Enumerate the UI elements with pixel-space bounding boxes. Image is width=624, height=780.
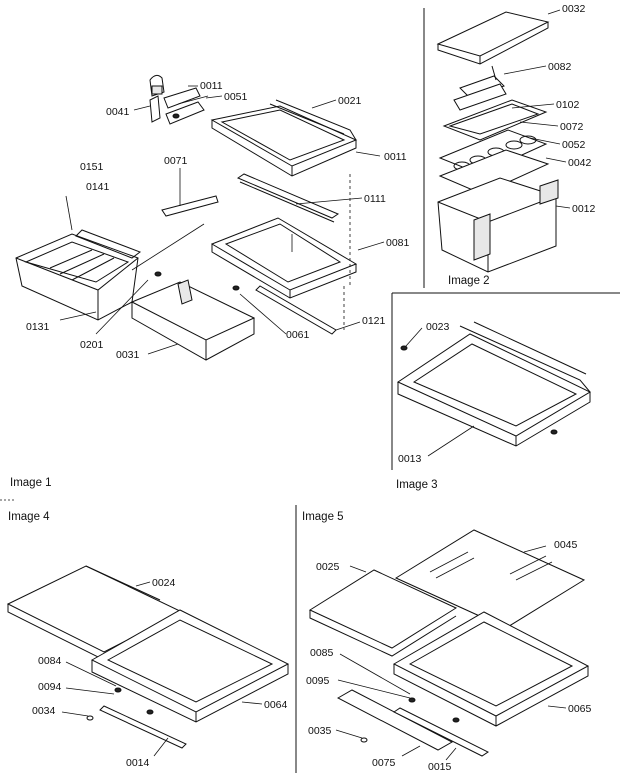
screw-0061 xyxy=(232,285,240,291)
label-0085: 0085 xyxy=(310,647,334,659)
meat-pan xyxy=(130,223,256,361)
label-0013: 0013 xyxy=(398,453,422,465)
panel-borders xyxy=(0,8,620,773)
label-0121: 0121 xyxy=(362,315,386,327)
label-0023: 0023 xyxy=(426,321,450,333)
image-5-group: 0025 0045 0085 0095 0065 0035 0075 0015 … xyxy=(302,511,592,773)
label-0041: 0041 xyxy=(106,106,130,118)
caption-image-1: Image 1 xyxy=(10,477,52,489)
label-0031: 0031 xyxy=(116,349,140,361)
label-0051: 0051 xyxy=(224,91,248,103)
label-0025: 0025 xyxy=(316,561,340,573)
label-0011-b: 0011 xyxy=(384,151,407,163)
label-0095: 0095 xyxy=(306,675,330,687)
label-0012: 0012 xyxy=(572,203,596,215)
label-0042: 0042 xyxy=(568,157,592,169)
label-0075: 0075 xyxy=(372,757,396,769)
crisper-drawer xyxy=(15,195,142,321)
image-4-leaders xyxy=(61,581,263,757)
label-0102: 0102 xyxy=(556,99,580,111)
label-0094: 0094 xyxy=(38,681,62,693)
back-panel-5 xyxy=(308,569,458,649)
image-2-group: 0032 0082 0102 0072 0052 0042 0012 Image… xyxy=(436,3,596,287)
image-5-leaders xyxy=(335,545,567,761)
caption-image-3: Image 3 xyxy=(396,479,438,491)
bracket-assembly xyxy=(149,74,209,125)
trim-strip-4 xyxy=(99,705,187,749)
divider-strip xyxy=(236,173,340,219)
label-0065: 0065 xyxy=(568,703,592,715)
support-rod xyxy=(255,285,337,335)
screw-0201 xyxy=(154,271,162,277)
label-0014: 0014 xyxy=(126,757,150,769)
label-0024: 0024 xyxy=(152,577,176,589)
label-0111: 0111 xyxy=(364,193,386,205)
label-0072: 0072 xyxy=(560,121,584,133)
label-0021: 0021 xyxy=(338,95,362,107)
egg-tray-frame xyxy=(442,99,548,141)
image-1-leaders xyxy=(59,85,385,355)
label-0082: 0082 xyxy=(548,61,572,73)
label-0131: 0131 xyxy=(26,321,50,333)
label-0141: 0141 xyxy=(86,181,110,193)
caption-image-5: Image 5 xyxy=(302,511,344,523)
label-0032: 0032 xyxy=(562,3,586,15)
label-0015: 0015 xyxy=(428,761,452,773)
shelf-frame-3 xyxy=(396,333,592,437)
label-0011-a: 0011 xyxy=(200,80,223,92)
image-3-leaders xyxy=(405,327,475,457)
image-4-group: 0024 0084 0094 0034 0064 0014 Image 4 xyxy=(6,511,290,769)
label-0045: 0045 xyxy=(554,539,578,551)
image-1-group: 0011 0051 0041 0021 0011 0071 0151 0141 … xyxy=(10,74,410,489)
label-0201: 0201 xyxy=(80,339,104,351)
lower-shelf-frame xyxy=(210,217,358,299)
caption-image-2: Image 2 xyxy=(448,275,490,287)
front-trim-5 xyxy=(336,689,454,751)
caption-image-4: Image 4 xyxy=(8,511,50,523)
label-0052: 0052 xyxy=(562,139,586,151)
label-0061: 0061 xyxy=(286,329,310,341)
rear-panel xyxy=(161,195,219,217)
label-0151: 0151 xyxy=(80,161,104,173)
crisper-bin xyxy=(437,177,557,273)
label-0035: 0035 xyxy=(308,725,332,737)
label-0064: 0064 xyxy=(264,699,288,711)
label-0071: 0071 xyxy=(164,155,188,167)
glass-panel-5 xyxy=(394,529,586,629)
label-0034: 0034 xyxy=(32,705,56,717)
image-3-group: 0023 0013 Image 3 xyxy=(396,321,592,491)
crisper-cover xyxy=(436,11,550,57)
label-0084: 0084 xyxy=(38,655,62,667)
top-glass-shelf xyxy=(210,99,358,177)
image-2-leaders xyxy=(503,9,571,209)
label-0081: 0081 xyxy=(386,237,410,249)
